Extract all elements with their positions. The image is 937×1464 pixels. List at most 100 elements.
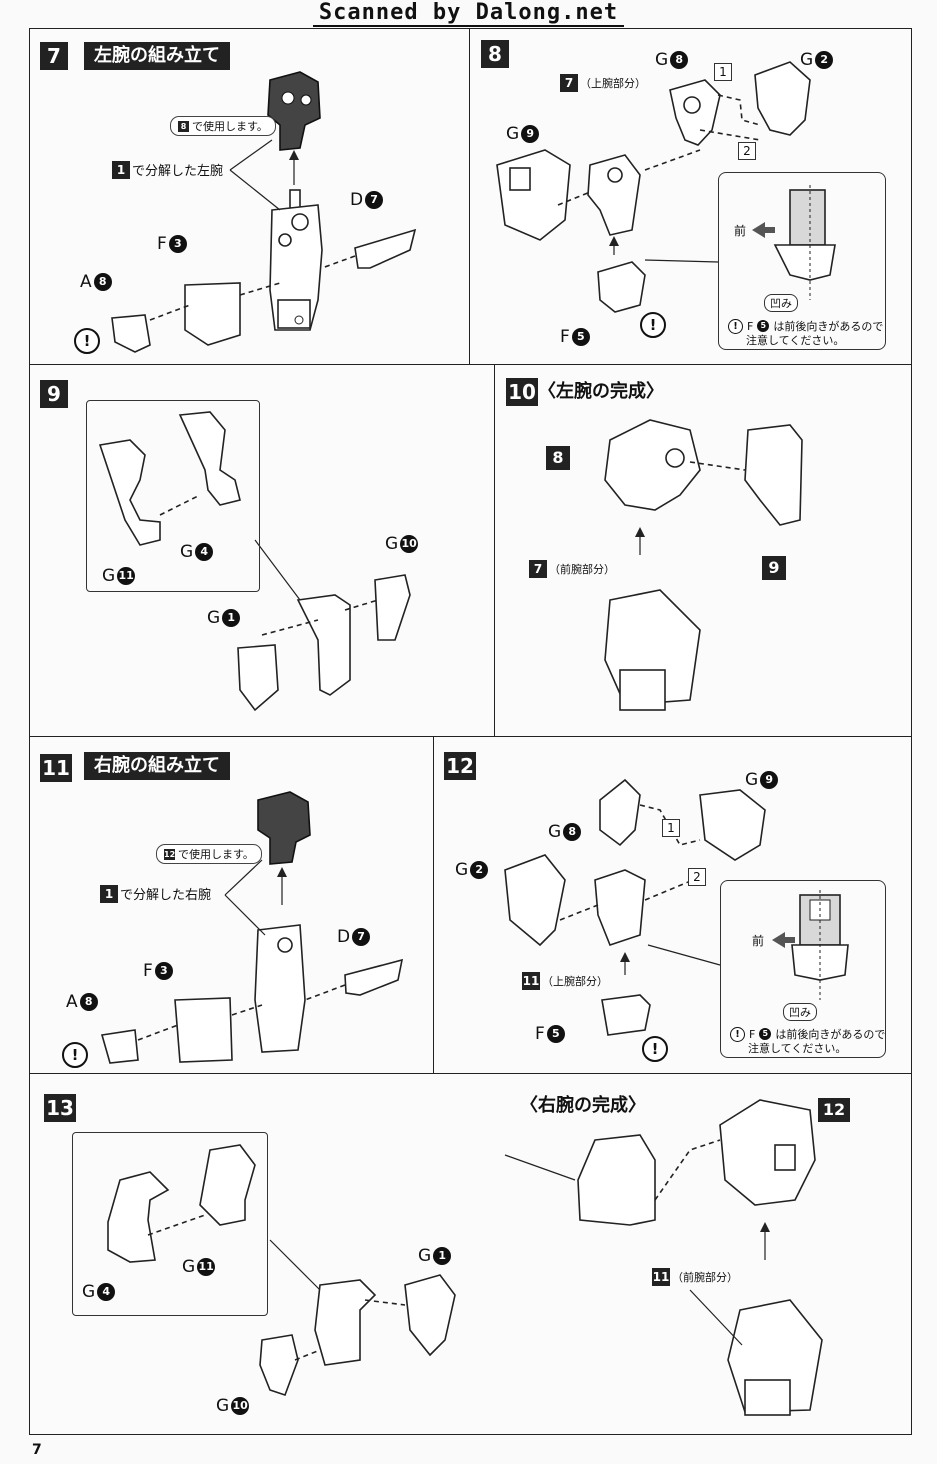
step7-upper-arm-part (267, 71, 321, 151)
step12-g9-part (699, 789, 766, 861)
step11-f3-part (174, 997, 233, 1063)
step-13-complete-title: 〈右腕の完成〉 (520, 1095, 646, 1116)
front-label: 前 (752, 934, 765, 948)
caution-icon: ! (74, 328, 100, 354)
callout-text: で分解した右腕 (120, 888, 212, 903)
step11-upper-arm-part (257, 791, 311, 865)
order-marker-2: 2 (688, 868, 706, 886)
step-7-number: 7 (40, 42, 68, 70)
step11-blade-part (344, 958, 404, 996)
step-ref-badge: 1 (100, 884, 118, 903)
step8-inset-drawing (752, 185, 836, 300)
step-12-inset (720, 880, 886, 1058)
step10-upper-arm (604, 419, 701, 511)
step-13-inset (72, 1132, 268, 1316)
step-12-caution-note-2: 注意してください。 (748, 1042, 847, 1055)
step-8-upper-label: 7（上腕部分） (560, 74, 646, 92)
step-12-upper-label: 11（上腕部分） (522, 972, 608, 990)
step10-part-9 (744, 424, 803, 526)
step13-g1-part (404, 1274, 456, 1357)
callout-text: で分解した左腕 (132, 164, 224, 179)
front-label: 前 (734, 224, 747, 238)
step12-g8-part (599, 778, 641, 847)
step-8-inset (718, 172, 886, 350)
step-ref-badge: 8 (178, 120, 189, 132)
step12-inset-drawing (772, 890, 849, 1000)
step7-forearm-assembly (269, 189, 323, 331)
step8-upper-arm (587, 154, 641, 236)
step13-part-12 (719, 1099, 816, 1206)
step13-body-part (314, 1279, 377, 1366)
step-13-forearm-label: 11（前腕部分） (652, 1268, 738, 1286)
step-9-number: 9 (40, 380, 68, 408)
step-10-title: 〈左腕の完成〉 (538, 381, 664, 402)
caution-icon: ! (642, 1036, 668, 1062)
order-marker-2: 2 (738, 142, 756, 160)
step8-f5-part (597, 261, 646, 313)
step-10-number: 10 (506, 378, 538, 406)
step13-part-13 (577, 1134, 656, 1226)
step-8-number: 8 (481, 40, 509, 68)
step13-g10-part (259, 1334, 299, 1397)
step-11-title: 右腕の組み立て (84, 752, 230, 780)
step7-blade-part (354, 228, 417, 269)
dent-label: 凹み (764, 294, 798, 312)
step-8-caution-note-2: 注意してください。 (746, 334, 845, 347)
caution-icon: ! (62, 1042, 88, 1068)
caution-icon: ! (640, 312, 666, 338)
use-tag-text: で使用します。 (178, 848, 254, 861)
step9-g1-part (237, 644, 279, 712)
step-12-number: 12 (444, 752, 476, 780)
step-10-panel (494, 364, 912, 737)
ref-badge-8: 8 (546, 446, 570, 470)
step9-inset-parts (98, 411, 241, 546)
ref-badge-12: 12 (818, 1098, 850, 1122)
step8-g9-part (496, 149, 571, 241)
step-9-inset (86, 400, 260, 592)
order-marker-1: 1 (714, 63, 732, 81)
step11-a8-part (100, 1029, 139, 1064)
step12-f5-part (601, 994, 651, 1036)
step-11-panel (29, 736, 434, 1074)
step-ref-badge: 1 (112, 160, 130, 179)
step-13-number: 13 (44, 1094, 76, 1122)
caution-icon: ! (730, 1026, 745, 1042)
step-11-number: 11 (40, 754, 72, 782)
use-tag-text: で使用します。 (192, 120, 268, 133)
step-7-title: 左腕の組み立て (84, 42, 230, 70)
step-7-panel (29, 28, 470, 365)
step-ref-badge: 12 (164, 848, 176, 860)
caution-icon: ! (728, 318, 743, 334)
step8-g2-part (754, 61, 811, 136)
step-10-forearm-label: 7（前腕部分） (529, 560, 615, 578)
step9-body-part (296, 594, 351, 696)
step9-g10-part (374, 574, 411, 641)
step12-upper-arm (594, 869, 646, 946)
